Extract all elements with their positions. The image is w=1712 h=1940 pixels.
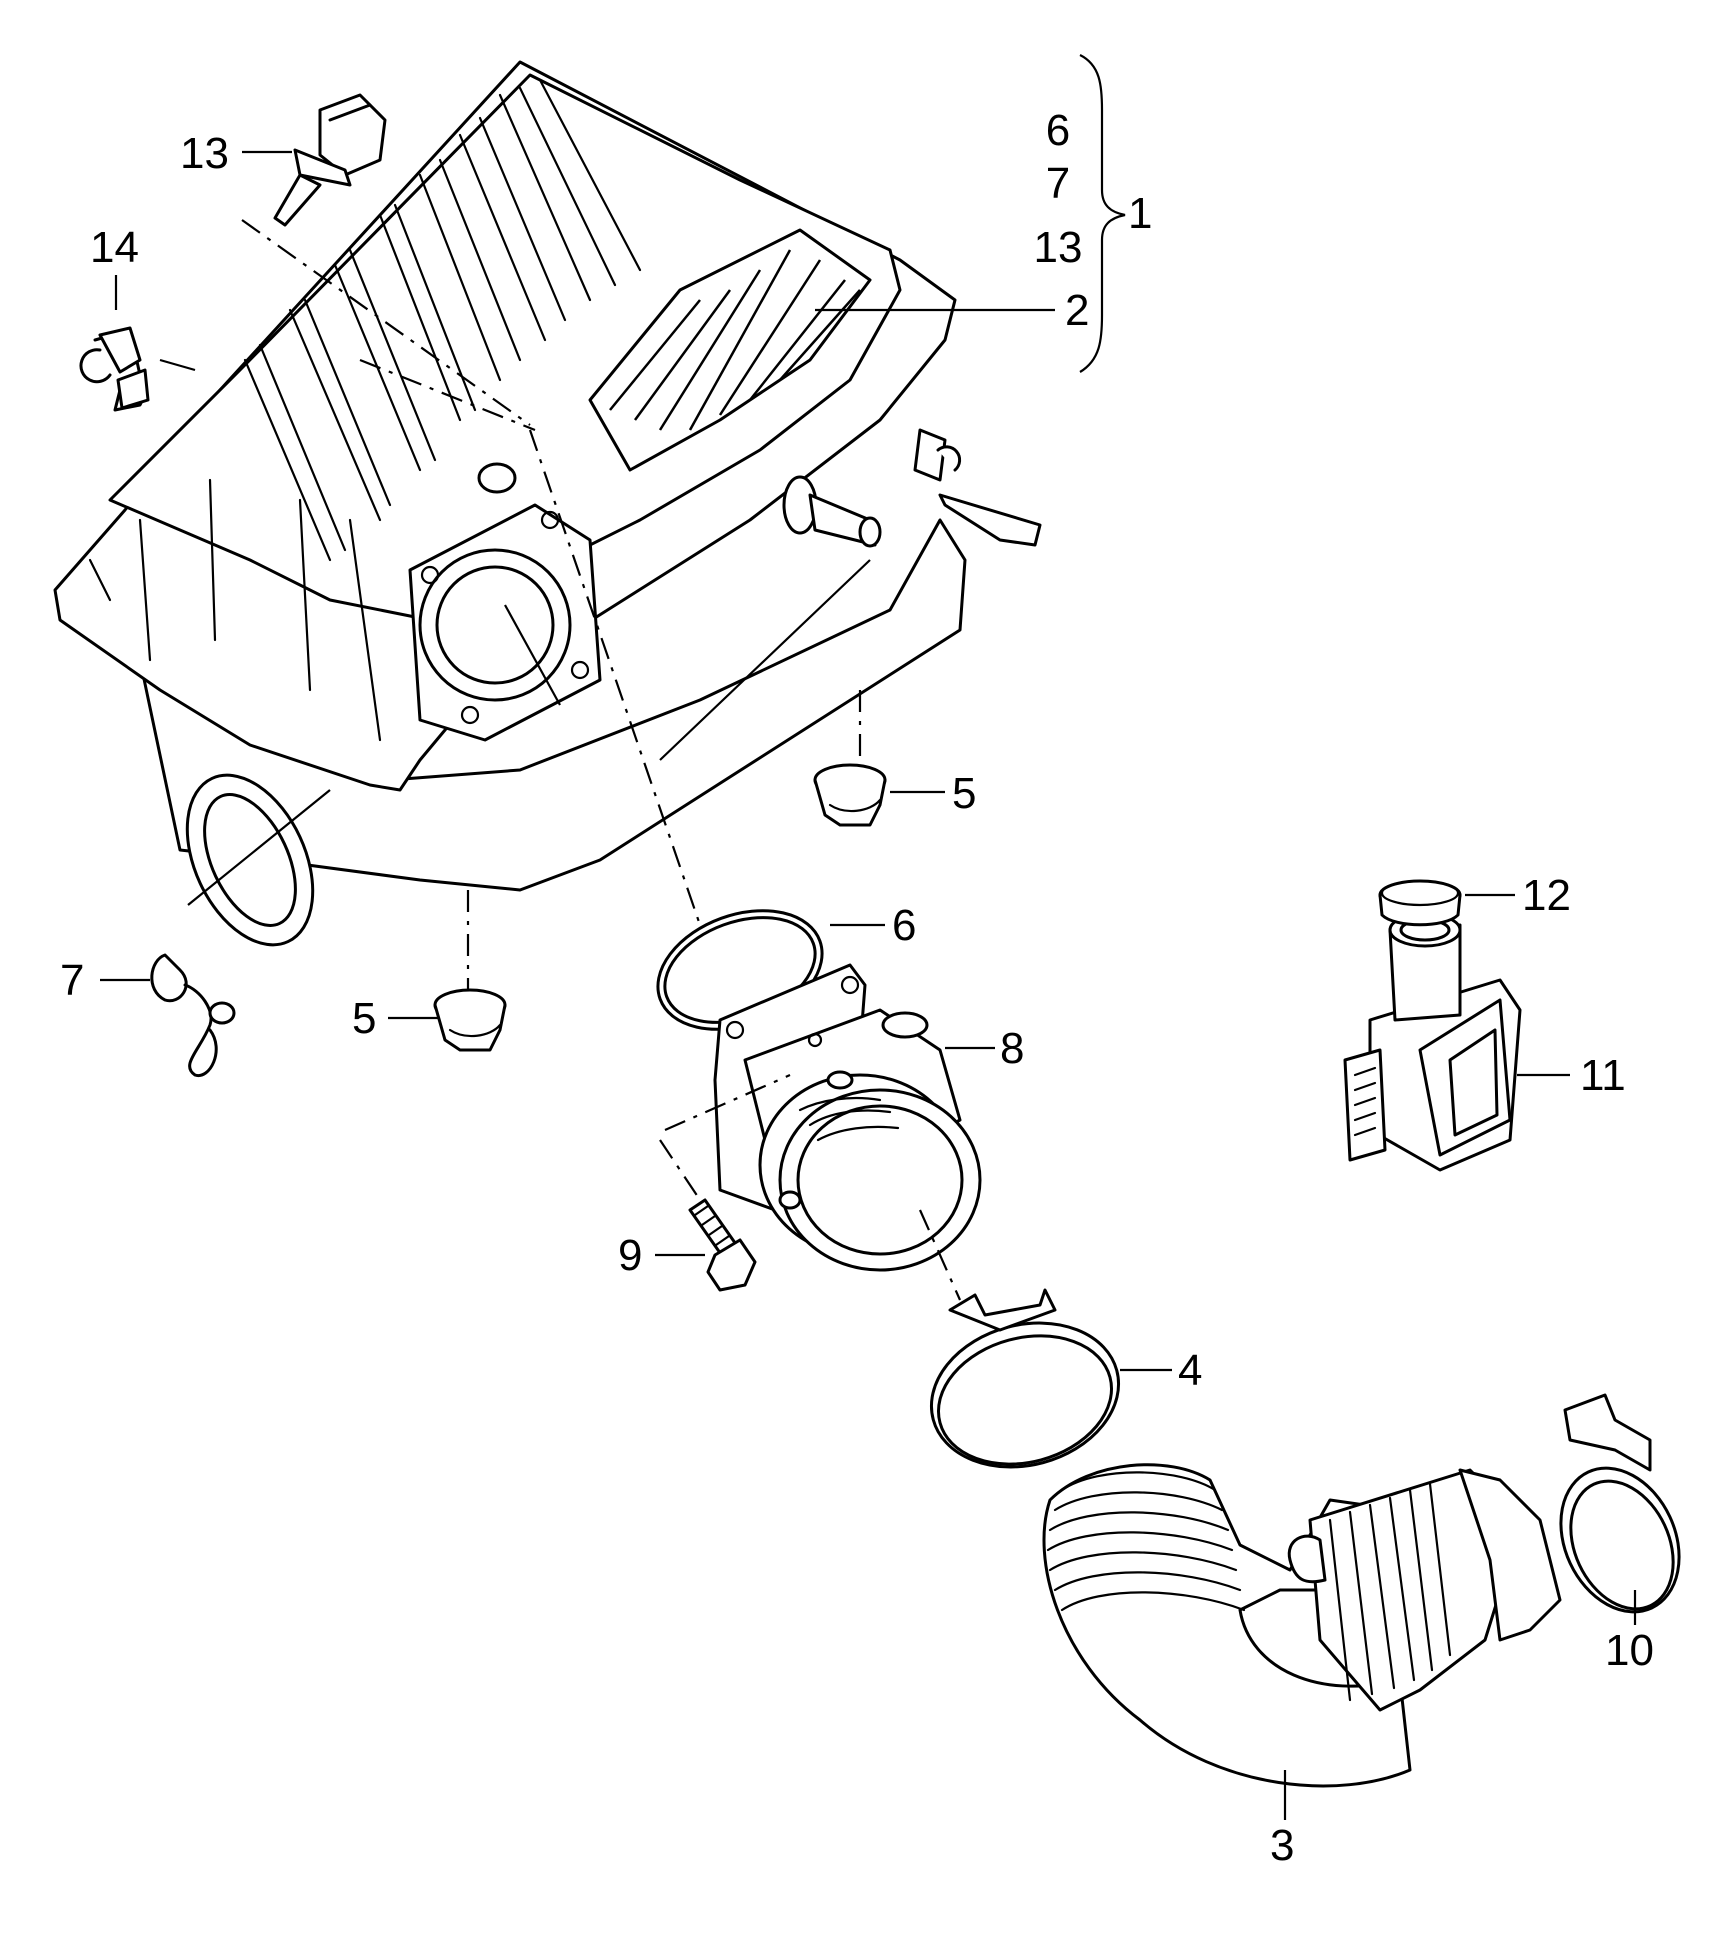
clamp-4[interactable]	[915, 1288, 1135, 1487]
clamp-10[interactable]	[1538, 1393, 1701, 1631]
bracket-item-13: 13	[1034, 223, 1083, 272]
grommet-5-upper[interactable]	[813, 763, 887, 827]
callout-12: 12	[1522, 871, 1571, 920]
callouts: 13 14 7 5 5 6 8 9 4 3 10 11 12 2 6 7 13 …	[60, 106, 1654, 1870]
group-bracket	[1079, 54, 1126, 373]
assembly-dash-lines	[241, 219, 962, 1301]
air-filter-housing[interactable]	[53, 60, 1042, 965]
valve-11[interactable]	[1343, 912, 1522, 1172]
callout-6: 6	[892, 901, 916, 950]
bracket-item-7: 7	[1046, 159, 1070, 208]
callout-13: 13	[180, 129, 229, 178]
sensor-13[interactable]	[273, 93, 387, 227]
callout-14: 14	[90, 223, 139, 272]
air-mass-meter-8[interactable]	[713, 963, 982, 1272]
grommet-5-lower[interactable]	[433, 988, 507, 1052]
callout-3: 3	[1270, 1821, 1294, 1870]
bolt-9[interactable]	[688, 1198, 757, 1292]
bracket-total-1: 1	[1128, 189, 1152, 238]
callout-2: 2	[1065, 286, 1089, 335]
clip-7[interactable]	[150, 953, 236, 1077]
callout-11: 11	[1580, 1051, 1626, 1100]
callout-8: 8	[1000, 1024, 1024, 1073]
intake-hose-3[interactable]	[1042, 1463, 1562, 1788]
bracket-item-6: 6	[1046, 106, 1070, 155]
clip-14[interactable]	[79, 326, 150, 412]
callout-5-lower: 5	[352, 994, 376, 1043]
callout-7: 7	[60, 956, 84, 1005]
cap-12[interactable]	[1378, 879, 1462, 927]
callout-5-upper: 5	[952, 769, 976, 818]
callout-9: 9	[618, 1231, 642, 1280]
leader-lines	[100, 150, 1637, 1820]
callout-10: 10	[1605, 1626, 1654, 1675]
callout-4: 4	[1178, 1346, 1202, 1395]
